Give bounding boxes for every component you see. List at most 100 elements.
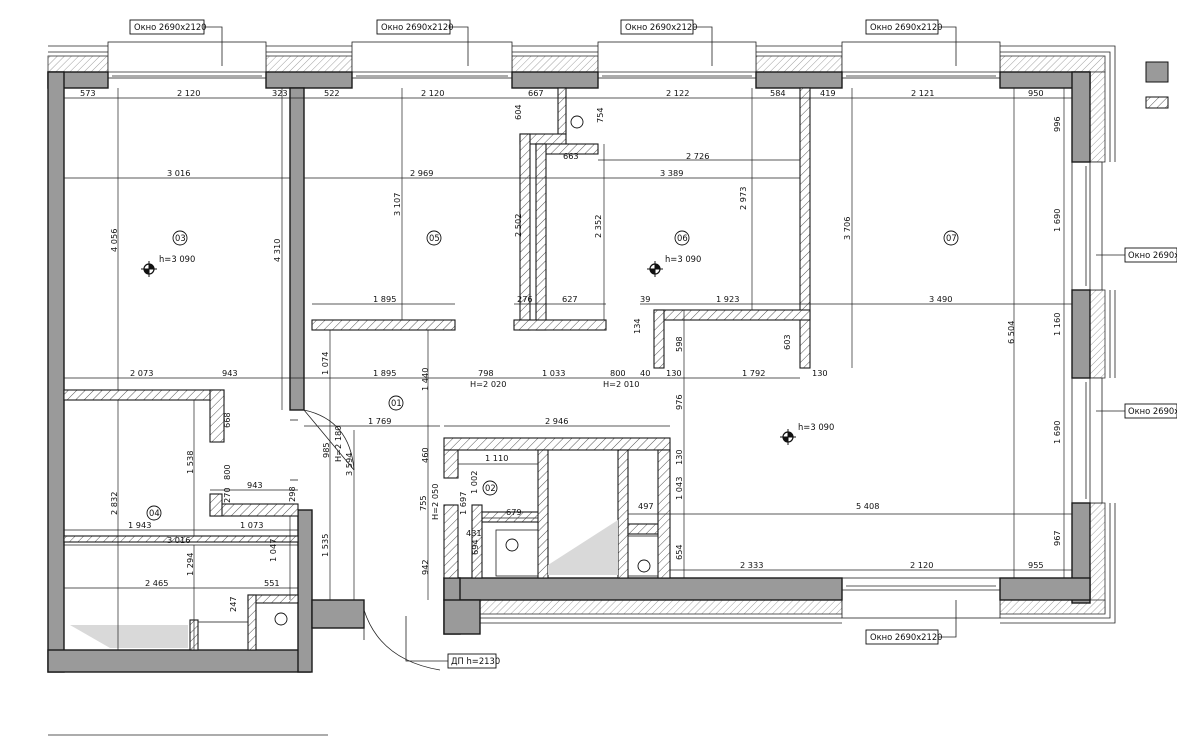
dim-3490: 3 490 — [929, 294, 952, 304]
dim-2333: 2 333 — [740, 560, 763, 570]
dim-5408: 5 408 — [856, 501, 879, 511]
dim-40: 40 — [640, 368, 650, 378]
dim-3016-b: 3 016 — [167, 535, 190, 545]
dim-1074: 1 074 — [320, 352, 330, 375]
dim-130-a: 130 — [666, 368, 682, 378]
dim-1047: 1 047 — [268, 539, 278, 562]
right-windows — [1071, 161, 1103, 504]
dim-976: 976 — [674, 394, 684, 410]
dim-800-b: 800 — [222, 464, 232, 480]
level-markers — [141, 261, 796, 445]
height-06: h=3 090 — [665, 254, 701, 264]
legend — [1145, 61, 1169, 109]
door-tag-entrance: ДП h=2130 — [451, 656, 500, 666]
dim-323: 323 — [272, 88, 288, 98]
window-tag-top-2: Окно 2690x2120 — [381, 22, 454, 32]
window-tag-right-2: Окно 2690x1 — [1128, 406, 1177, 416]
dim-39: 39 — [640, 294, 650, 304]
dim-1110: 1 110 — [485, 453, 508, 463]
dim-798: 798 — [478, 368, 494, 378]
door-heights: H=2 020 H=2 010 H=2 180 H=2 050 — [333, 379, 639, 520]
level-marker-03 — [141, 261, 157, 277]
shaded-areas — [70, 520, 618, 648]
dim-298: 298 — [287, 486, 297, 502]
dimension-lines — [64, 88, 1072, 650]
dim-950: 950 — [1028, 88, 1044, 98]
dim-967: 967 — [1052, 530, 1062, 546]
doors — [290, 409, 441, 671]
dim-1690-b: 1 690 — [1052, 421, 1062, 444]
dim-497: 497 — [638, 501, 654, 511]
dim-1943: 1 943 — [128, 520, 151, 530]
window-tag-top-1: Окно 2690x2120 — [134, 22, 207, 32]
dim-1690-a: 1 690 — [1052, 209, 1062, 232]
partitions — [63, 87, 811, 651]
dim-755: 755 — [418, 495, 428, 511]
dim-1440: 1 440 — [420, 368, 430, 391]
top-windows — [107, 41, 1001, 79]
dim-431: 431 — [466, 528, 482, 538]
dim-573: 573 — [80, 88, 96, 98]
dim-2073: 2 073 — [130, 368, 153, 378]
dim-654: 654 — [674, 544, 684, 560]
dim-1792: 1 792 — [742, 368, 765, 378]
level-marker-06 — [647, 261, 663, 277]
dim-943-b: 943 — [247, 480, 263, 490]
risers — [197, 115, 659, 651]
exterior-walls — [47, 71, 1091, 673]
height-01: h=3 090 — [798, 422, 834, 432]
room-number-07: 07 — [946, 233, 957, 243]
window-tag-top-4: Окно 2690x2120 — [870, 22, 943, 32]
dim-1895-b: 1 895 — [373, 368, 396, 378]
legend-partition-swatch — [1145, 96, 1169, 109]
dim-247: 247 — [228, 596, 238, 612]
dim-130-c: 130 — [674, 449, 684, 465]
dim-419: 419 — [820, 88, 836, 98]
dim-2465: 2 465 — [145, 578, 168, 588]
dim-1043: 1 043 — [674, 477, 684, 500]
dim-3107: 3 107 — [392, 193, 402, 216]
dim-276: 276 — [517, 294, 533, 304]
dim-598: 598 — [674, 336, 684, 352]
vertical-dimension-texts: 604 754 996 3 107 4 056 4 310 2 502 2 35… — [109, 104, 1062, 612]
dim-1073: 1 073 — [240, 520, 263, 530]
dim-2120-a: 2 120 — [177, 88, 200, 98]
dim-460: 460 — [420, 447, 430, 463]
dim-942: 942 — [420, 559, 430, 575]
dim-130-b: 130 — [812, 368, 828, 378]
dim-996: 996 — [1052, 116, 1062, 132]
dim-1033: 1 033 — [542, 368, 565, 378]
dim-604: 604 — [513, 104, 523, 120]
dim-2352: 2 352 — [593, 215, 603, 238]
dim-667: 667 — [528, 88, 544, 98]
door-height-3: H=2 180 — [333, 426, 343, 462]
dim-3706: 3 706 — [842, 217, 852, 240]
dim-2120-b: 2 120 — [421, 88, 444, 98]
dim-1535: 1 535 — [320, 534, 330, 557]
dim-2973: 2 973 — [738, 187, 748, 210]
dim-4310: 4 310 — [272, 239, 282, 262]
dim-584: 584 — [770, 88, 786, 98]
dim-134: 134 — [632, 318, 642, 334]
dim-2122: 2 122 — [666, 88, 689, 98]
ceiling-heights: h=3 090 h=3 090 h=3 090 — [159, 254, 834, 432]
room-numbers: 03 05 06 07 01 02 04 — [146, 230, 959, 521]
dim-2726: 2 726 — [686, 151, 709, 161]
dim-603: 603 — [782, 334, 792, 350]
door-height-4: H=2 050 — [430, 484, 440, 520]
dim-1160: 1 160 — [1052, 313, 1062, 336]
dim-1538: 1 538 — [185, 451, 195, 474]
room-number-03: 03 — [175, 233, 186, 243]
bottom-window — [841, 577, 1001, 619]
height-03: h=3 090 — [159, 254, 195, 264]
dim-663: 663 — [563, 151, 579, 161]
dim-2502: 2 502 — [513, 214, 523, 237]
tag-leaders — [48, 26, 1128, 736]
dim-2946: 2 946 — [545, 416, 568, 426]
dimension-texts: 573 2 120 323 522 2 120 667 2 122 584 41… — [80, 88, 1044, 588]
room-number-04: 04 — [149, 508, 160, 518]
room-number-01: 01 — [391, 398, 402, 408]
dim-551: 551 — [264, 578, 280, 588]
dim-1923: 1 923 — [716, 294, 739, 304]
dim-2121: 2 121 — [911, 88, 934, 98]
